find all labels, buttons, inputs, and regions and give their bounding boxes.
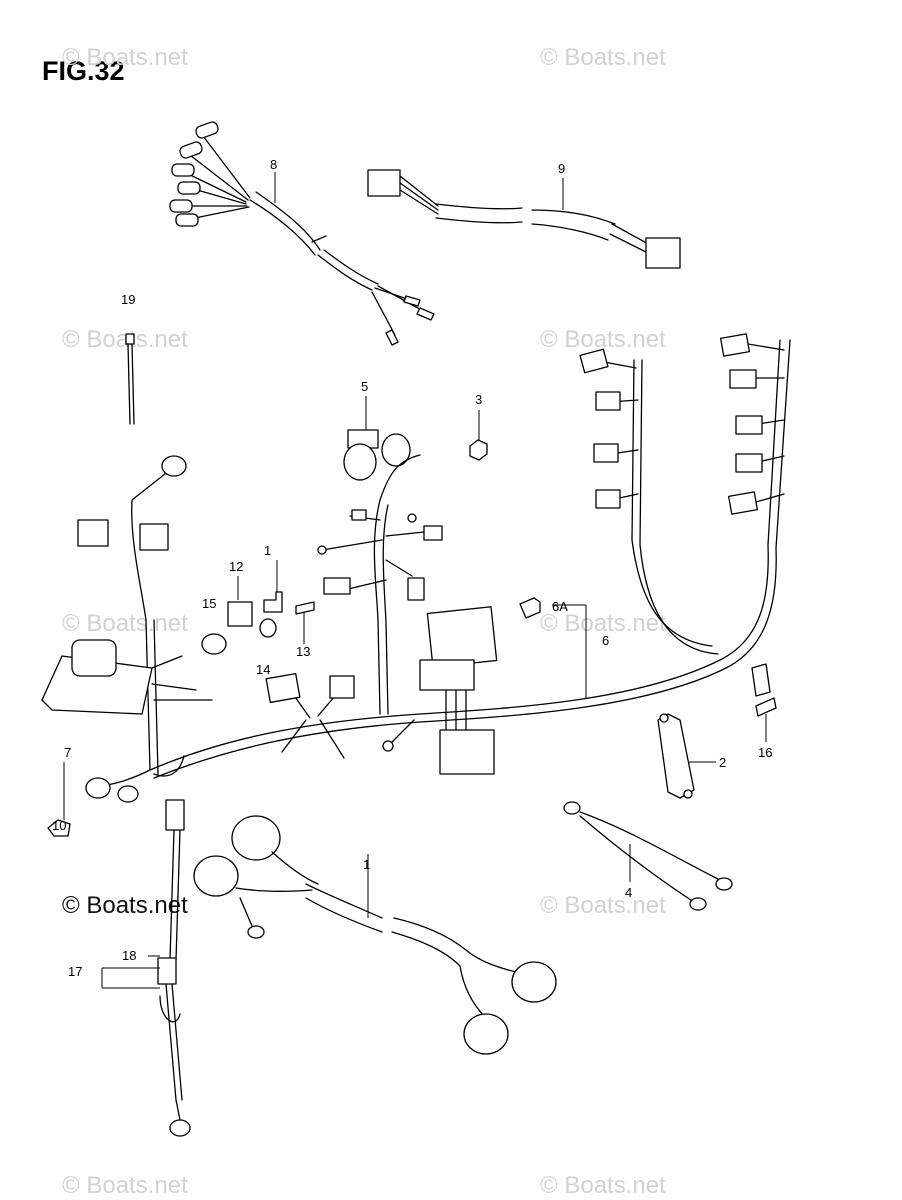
callout-4: 4 — [625, 885, 632, 900]
callout-6a: 6A — [552, 599, 568, 614]
callout-1: 1 — [363, 857, 370, 872]
callout-3: 3 — [475, 392, 482, 407]
part-9-extension-cord: 9 — [367, 161, 681, 269]
callout-15: 15 — [202, 596, 216, 611]
watermark: © Boats.net — [62, 44, 188, 71]
callout-7: 7 — [64, 745, 71, 760]
part-6-main-harness: 6A 6 — [149, 333, 791, 779]
part-17-battery-lead: 18 17 — [68, 799, 191, 1137]
callout-17: 17 — [68, 964, 82, 979]
callout-10: 10 — [52, 818, 66, 833]
callout-13: 13 — [296, 644, 310, 659]
callout-19: 19 — [121, 292, 135, 307]
watermark: © Boats.net — [540, 1172, 666, 1199]
figure-title: FIG.32 — [42, 56, 125, 86]
small-parts-group: 12 15 1 14 13 — [201, 543, 315, 677]
watermark-dark: © Boats.net — [62, 892, 188, 919]
watermark: © Boats.net — [62, 326, 188, 353]
callout-9: 9 — [558, 161, 565, 176]
part-3-nut: 3 — [469, 392, 488, 461]
watermark: © Boats.net — [540, 892, 666, 919]
part-19-cable-tie: 19 — [121, 292, 135, 425]
callout-14: 14 — [256, 662, 270, 677]
part-1-boot-cord: 1 — [193, 815, 557, 1055]
part-7-left-assembly: 7 10 — [41, 455, 213, 837]
part-2-strap: 2 — [657, 713, 726, 799]
callout-1b: 1 — [264, 543, 271, 558]
watermark: © Boats.net — [540, 326, 666, 353]
callout-12: 12 — [229, 559, 243, 574]
callout-6: 6 — [602, 633, 609, 648]
part-8-lead-wire: 8 — [169, 121, 435, 346]
callout-18: 18 — [122, 948, 136, 963]
part-16-bracket: 16 — [751, 663, 777, 760]
watermark: © Boats.net — [62, 1172, 188, 1199]
callout-16: 16 — [758, 745, 772, 760]
callout-8: 8 — [270, 157, 277, 172]
watermark: © Boats.net — [540, 610, 666, 637]
part-4-ground-wire: 4 — [563, 801, 733, 911]
callout-2: 2 — [719, 755, 726, 770]
callout-5: 5 — [361, 379, 368, 394]
part-5-connector: 5 — [343, 379, 411, 481]
watermark: © Boats.net — [540, 44, 666, 71]
watermark: © Boats.net — [62, 610, 188, 637]
